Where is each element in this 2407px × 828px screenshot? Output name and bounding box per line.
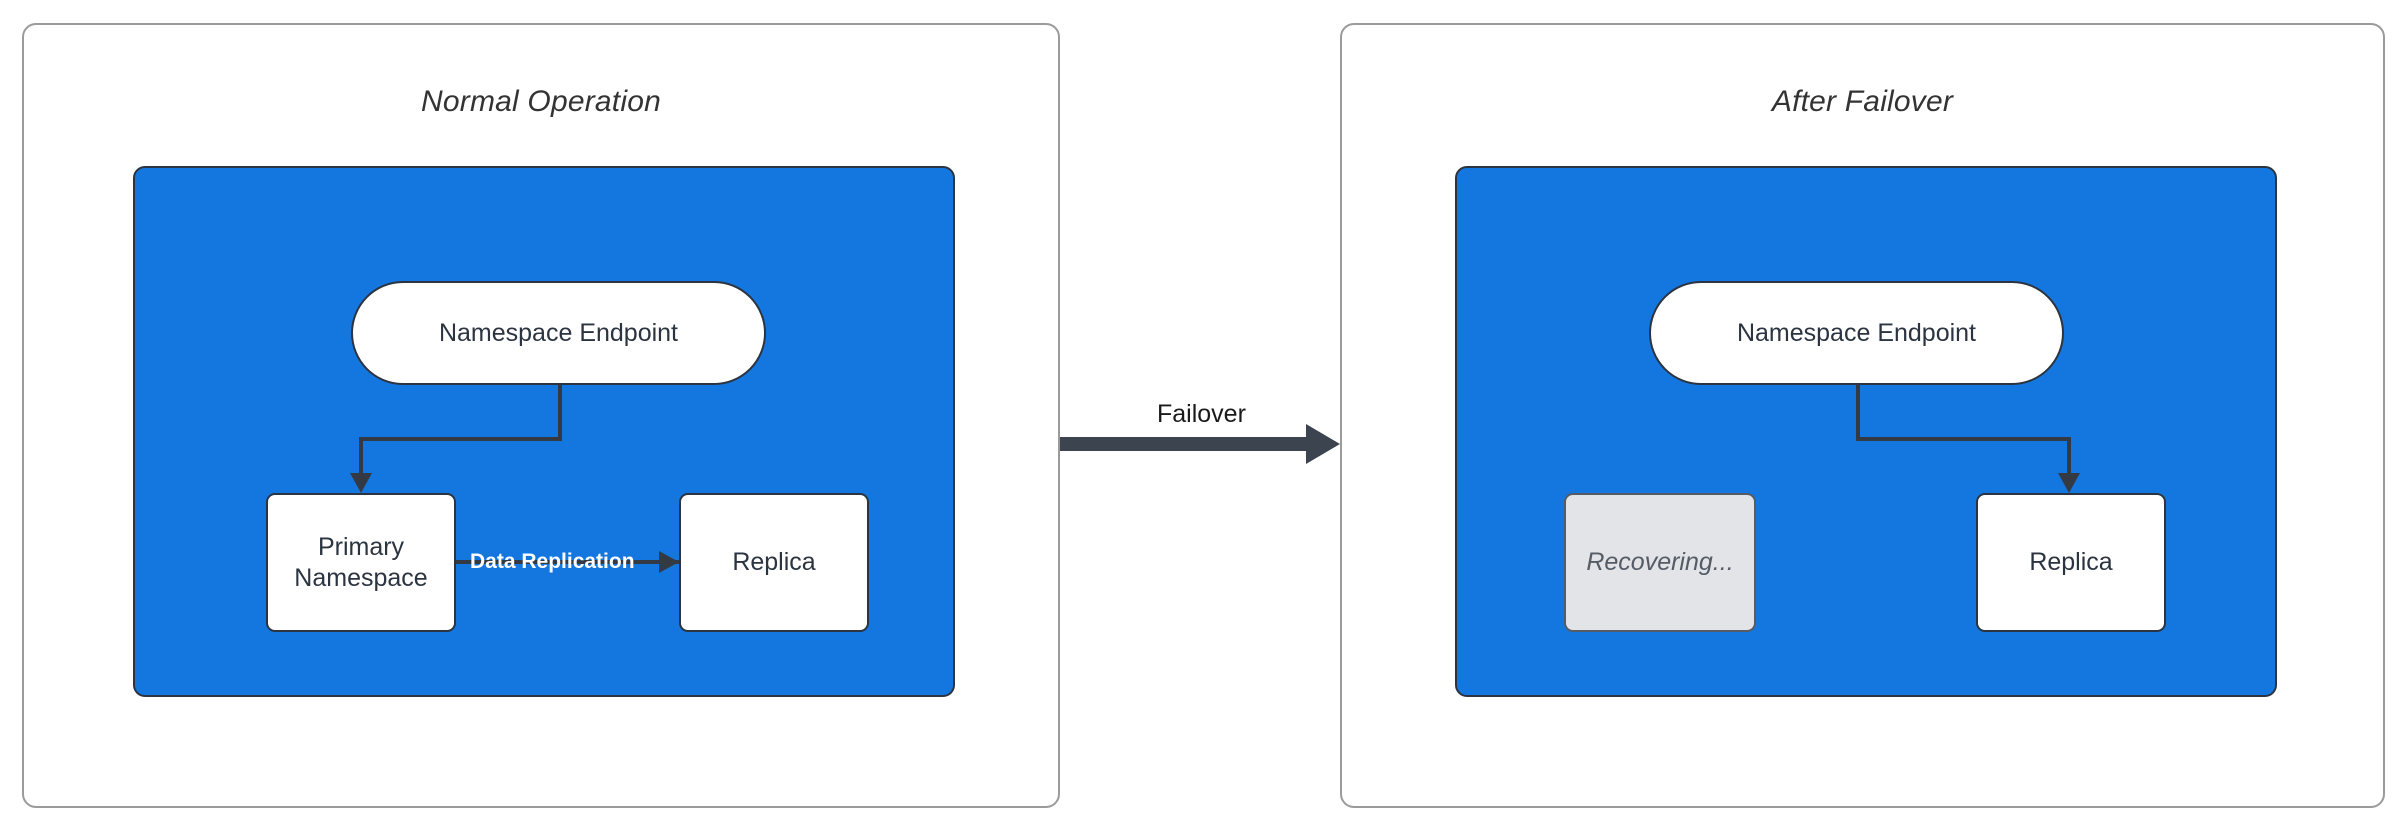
edge-endpoint-to-primary-h (359, 437, 562, 441)
edge-endpoint-to-replica-v1 (1856, 385, 1860, 441)
node-primary-namespace[interactable]: Primary Namespace (266, 493, 456, 632)
node-replica-left[interactable]: Replica (679, 493, 869, 632)
transition-arrow-head-icon (1306, 424, 1340, 464)
edge-data-replication-arrowhead-icon (659, 551, 679, 573)
node-replica-right[interactable]: Replica (1976, 493, 2166, 632)
edge-data-replication-line (456, 560, 679, 564)
panel-normal-operation: Normal Operation Namespace Endpoint Prim… (22, 23, 1060, 808)
node-namespace-endpoint-left[interactable]: Namespace Endpoint (351, 281, 766, 385)
node-label: Replica (2029, 548, 2113, 577)
node-label: Namespace Endpoint (438, 318, 679, 347)
node-namespace-endpoint-right[interactable]: Namespace Endpoint (1649, 281, 2064, 385)
node-label: Recovering... (1586, 548, 1734, 577)
panel-after-failover: After Failover Namespace Endpoint Recove… (1340, 23, 2385, 808)
edge-endpoint-to-replica-arrowhead-icon (2058, 473, 2080, 493)
edge-endpoint-to-replica-v2 (2067, 437, 2071, 475)
edge-endpoint-to-primary-arrowhead-icon (350, 473, 372, 493)
edge-endpoint-to-replica-h (1856, 437, 2071, 441)
transition-label-failover: Failover (1157, 400, 1246, 428)
edge-endpoint-to-primary-v1 (558, 385, 562, 441)
region-failover-cluster: Namespace Endpoint Recovering... Replica (1455, 166, 2277, 697)
edge-label-data-replication: Data Replication (470, 550, 635, 573)
transition-arrow-shaft (1060, 437, 1318, 451)
panel-title-after-failover: After Failover (1771, 85, 1954, 118)
node-label: Namespace Endpoint (1736, 318, 1977, 347)
node-label: Replica (732, 548, 816, 577)
node-recovering-namespace[interactable]: Recovering... (1564, 493, 1756, 632)
region-primary-cluster: Namespace Endpoint Primary Namespace Dat… (133, 166, 955, 697)
panel-title-normal-operation: Normal Operation (421, 85, 661, 118)
node-label: Primary Namespace (294, 533, 428, 592)
edge-endpoint-to-primary-v2 (359, 437, 363, 475)
